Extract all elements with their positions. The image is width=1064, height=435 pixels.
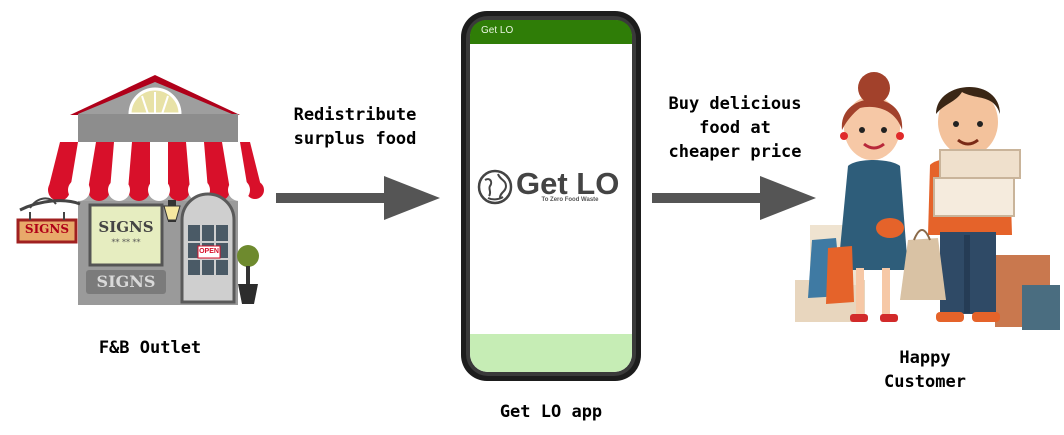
customer-caption-line1: Happy (899, 348, 951, 368)
phone-frame (460, 10, 642, 382)
store-caption: F&B Outlet (98, 338, 202, 358)
arrow-right-label-line2: food at (699, 118, 771, 138)
arrow-left-label-line2: surplus food (293, 129, 417, 149)
base-sign-text: SIGNS (96, 272, 156, 291)
arrow-right-label-line3: cheaper price (668, 142, 802, 162)
app-logo: Get LO To Zero Food Waste (476, 166, 626, 210)
window-sign-subtext: ** ** ** (111, 238, 141, 247)
customer-caption-line2: Customer (884, 372, 966, 392)
store-illustration: SIGNS SIGNS ** ** ** SIGNS OPEN (10, 70, 270, 315)
arrow-right-label-line1: Buy delicious (668, 94, 802, 114)
customers-illustration (790, 70, 1060, 330)
arrow-left-label: Redistribute surplus food (270, 103, 440, 151)
arrow-right-icon (648, 174, 820, 222)
arrow-left-icon (272, 174, 444, 222)
window-sign-text: SIGNS (98, 218, 154, 236)
customer-caption: Happy Customer (850, 346, 1000, 394)
hanging-sign-text: SIGNS (24, 222, 70, 236)
app-tagline: To Zero Food Waste (541, 197, 599, 203)
phone-status-title: Get LO (481, 25, 514, 36)
arrow-right-label: Buy delicious food at cheaper price (645, 92, 825, 164)
globe-icon (476, 168, 514, 206)
phone-status-header: Get LO (470, 20, 632, 44)
phone-bottom-panel (470, 334, 632, 372)
door-open-sign: OPEN (199, 248, 219, 255)
phone-caption: Get LO app (499, 402, 603, 422)
arrow-left-label-line1: Redistribute (293, 105, 417, 125)
app-logo-text: Get LO (516, 166, 620, 201)
